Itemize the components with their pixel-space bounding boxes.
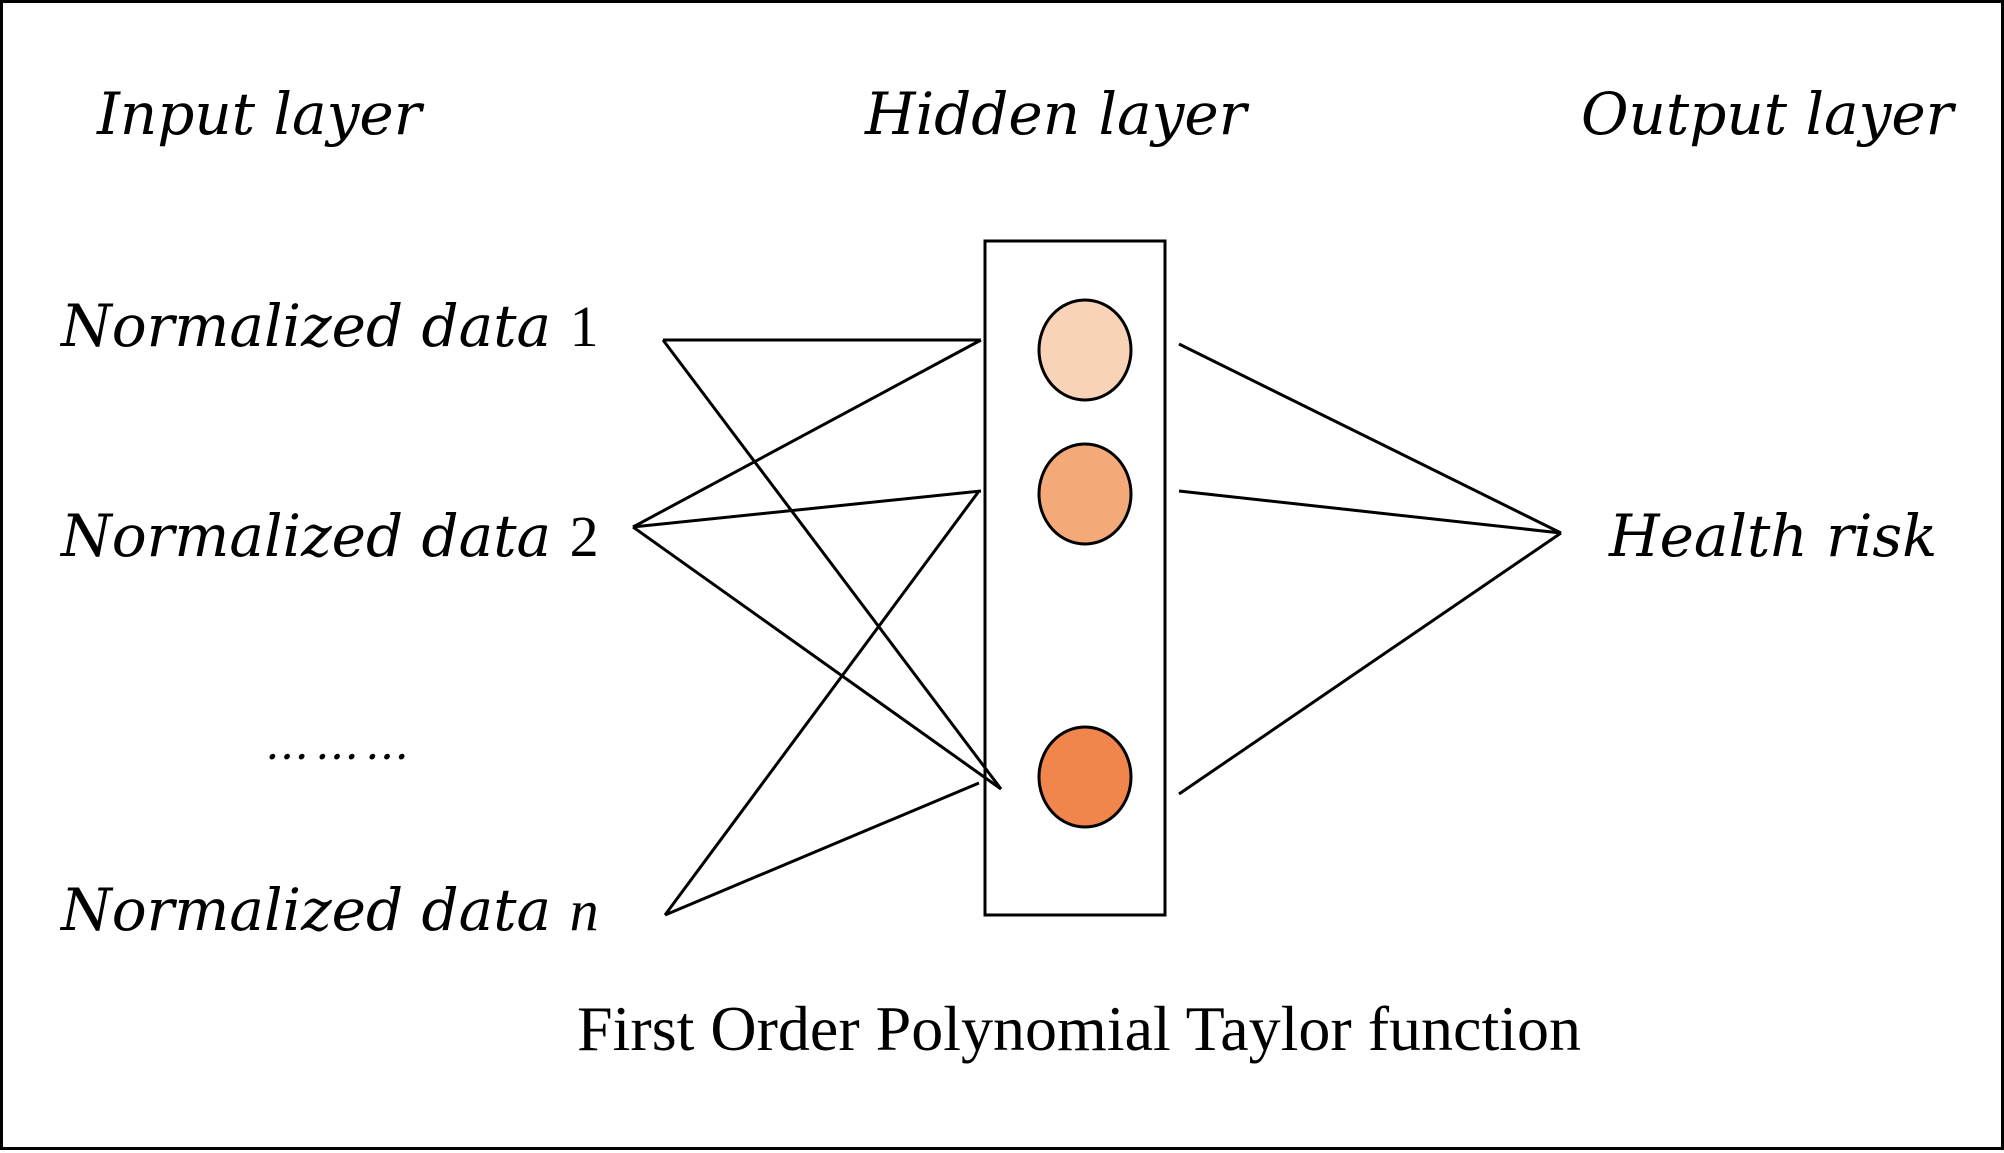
edge-inputn-hidden2 [663, 490, 981, 916]
edge-input2-hidden1 [632, 338, 982, 529]
input-node-n-index: n [569, 878, 599, 943]
network-graphic [632, 239, 1562, 917]
input-layer-header: Input layer [97, 80, 422, 148]
edge-input2-hidden2 [632, 489, 982, 529]
input-node-1: Normalized data 1 [61, 297, 599, 356]
input-node-2-label: Normalized data [61, 502, 552, 570]
input-node-n: Normalized data n [61, 881, 599, 940]
input-node-n-label: Normalized data [61, 876, 552, 944]
hidden-layer-header: Hidden layer [865, 80, 1247, 148]
input-node-1-index: 1 [569, 294, 599, 359]
edge-hidden3-output [1178, 531, 1562, 796]
hidden-neuron-2 [1037, 442, 1133, 546]
diagram-caption: First Order Polynomial Taylor function [577, 993, 1581, 1064]
hidden-neuron-3 [1037, 725, 1133, 829]
hidden-layer-box [983, 239, 1167, 917]
output-layer-header: Output layer [1581, 80, 1954, 148]
input-node-2-index: 2 [569, 504, 599, 569]
input-ellipsis: ……… [265, 719, 415, 770]
edge-inputn-hidden3 [664, 781, 980, 917]
input-node-2: Normalized data 2 [61, 507, 599, 566]
input-node-1-label: Normalized data [61, 292, 552, 360]
edge-hidden2-output [1178, 489, 1562, 535]
edge-input2-hidden3 [632, 525, 1002, 791]
edge-input1-hidden3 [661, 339, 1003, 790]
output-node-health-risk: Health risk [1609, 502, 1938, 570]
hidden-neuron-1 [1037, 298, 1133, 402]
edge-hidden1-output [1178, 342, 1562, 535]
